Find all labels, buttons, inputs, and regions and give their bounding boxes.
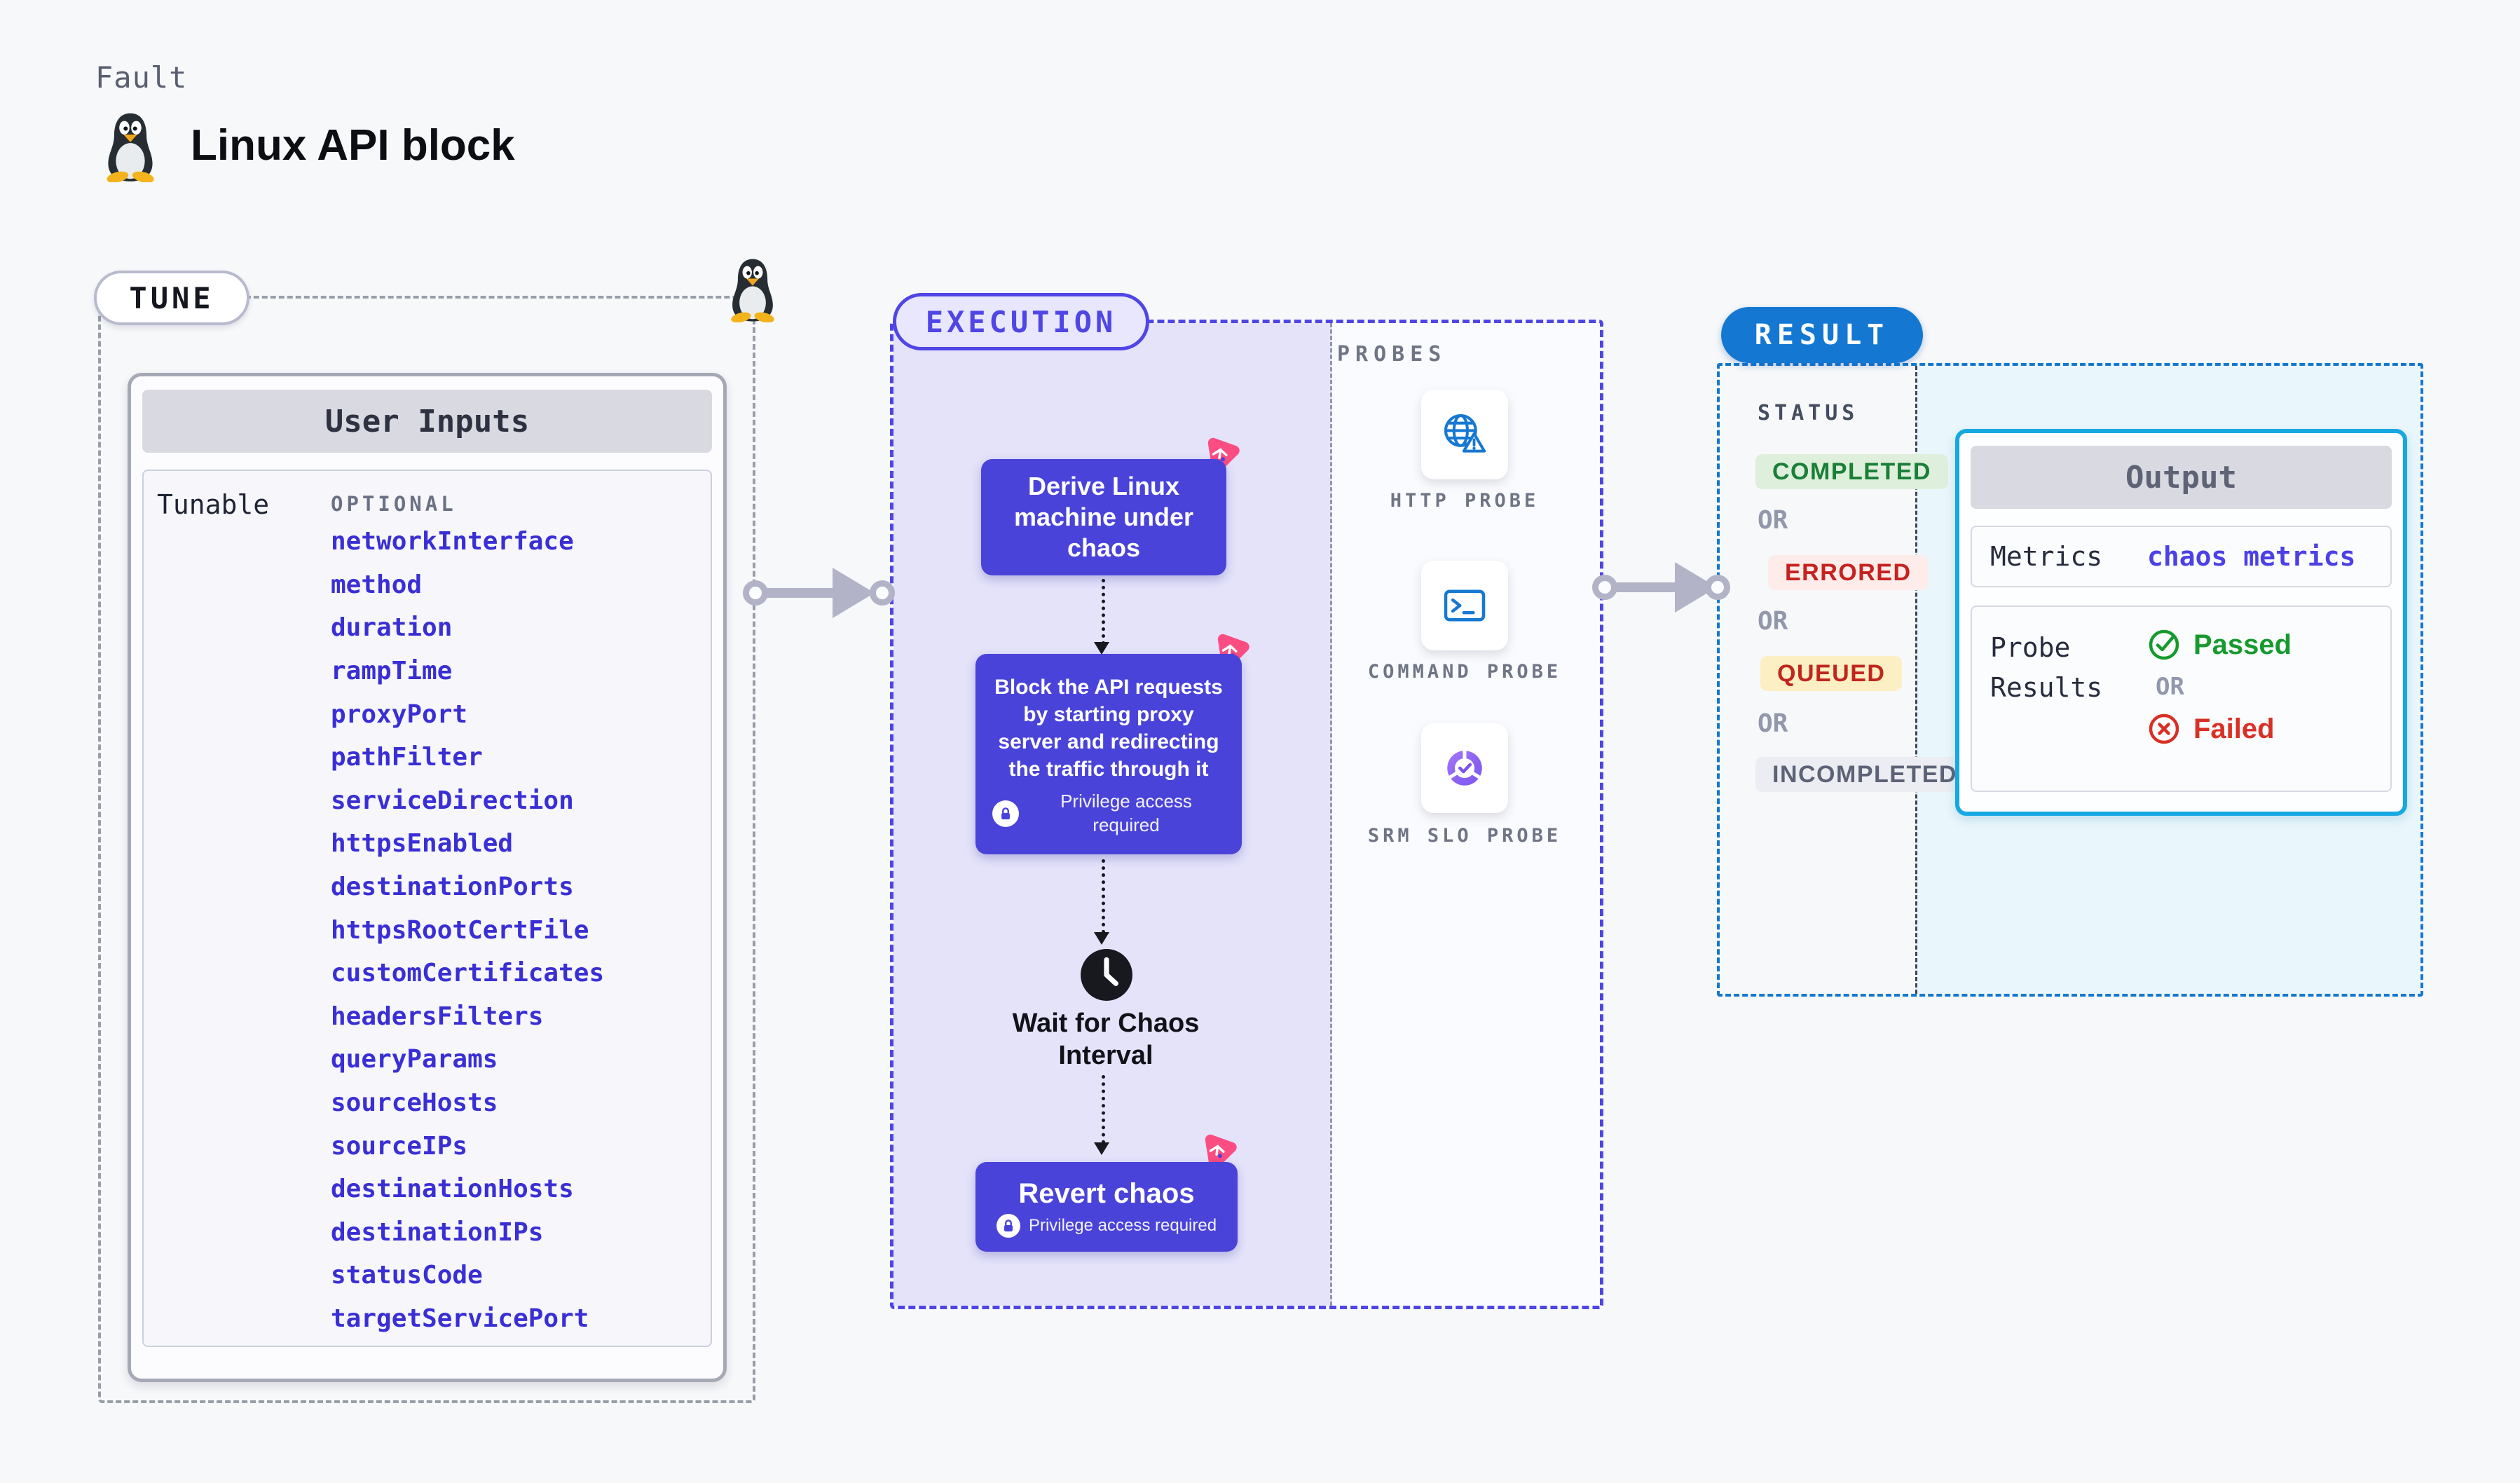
- or-label: OR: [1758, 607, 1788, 636]
- tux-penguin-icon: [107, 113, 154, 182]
- status-badge-queued: QUEUED: [1760, 656, 1903, 691]
- result-section-label: RESULT: [1721, 307, 1923, 363]
- param-link[interactable]: serviceDirection: [331, 786, 574, 815]
- param-link[interactable]: targetServicePort: [331, 1304, 589, 1333]
- param-link[interactable]: httpsEnabled: [331, 829, 514, 859]
- param-link[interactable]: method: [331, 570, 423, 599]
- tux-penguin-icon-small: [731, 259, 774, 322]
- param-link[interactable]: pathFilter: [331, 743, 483, 772]
- param-link[interactable]: proxyPort: [331, 699, 468, 729]
- connector-start-circle: [1592, 575, 1617, 600]
- privilege-note: Privilege access required: [992, 790, 1225, 838]
- fault-kicker: Fault: [95, 60, 188, 95]
- probe-results-label: Probe Results: [1990, 632, 2103, 703]
- user-inputs-body: [142, 470, 712, 1347]
- status-badge-incompleted: INCOMPLETED: [1755, 757, 1974, 792]
- or-label: OR: [1758, 506, 1788, 535]
- connector-end-circle: [1705, 575, 1730, 600]
- execution-section-label: EXECUTION: [893, 293, 1149, 350]
- metrics-row: Metrics chaos metrics: [1971, 526, 2392, 587]
- verdict-passed: Passed: [2147, 628, 2292, 662]
- clock-icon: [1081, 949, 1132, 1001]
- probes-section-label: PROBES: [1337, 342, 1447, 367]
- param-link[interactable]: queryParams: [331, 1045, 498, 1074]
- step-block-api-text: Block the API requests by starting proxy…: [994, 676, 1223, 781]
- check-circle-icon: [2149, 629, 2179, 660]
- failed-label: Failed: [2193, 713, 2275, 744]
- param-link[interactable]: headersFilters: [331, 1002, 544, 1031]
- tune-section-label: TUNE: [94, 271, 249, 325]
- arrowhead-icon: [1094, 932, 1109, 945]
- probe-results-row: Probe Results Passed OR Failed: [1971, 606, 2392, 792]
- arrowhead-icon: [833, 568, 875, 618]
- step-revert-chaos-text: Revert chaos: [1018, 1178, 1195, 1209]
- result-divider: [1915, 366, 1917, 994]
- param-link[interactable]: networkInterface: [331, 527, 574, 556]
- privilege-note-text: Privilege access required: [1060, 791, 1192, 835]
- connector-end-circle: [870, 580, 895, 606]
- step-wait-interval: Wait for Chaos Interval: [1012, 1009, 1200, 1070]
- param-link[interactable]: sourceIPs: [331, 1131, 468, 1161]
- step-revert-chaos: Revert chaos Privilege access required: [975, 1162, 1238, 1252]
- privilege-note-text: Privilege access required: [1028, 1216, 1217, 1236]
- verdict-failed: Failed: [2147, 712, 2292, 746]
- command-probe-card: [1421, 561, 1508, 650]
- passed-label: Passed: [2193, 629, 2292, 660]
- tunable-param-list: networkInterface method duration rampTim…: [331, 520, 604, 1340]
- srm-slo-probe-card: [1421, 723, 1508, 813]
- http-probe-card: [1421, 390, 1508, 479]
- metrics-value-link[interactable]: chaos metrics: [2147, 541, 2356, 572]
- probes-divider: [1330, 323, 1332, 1306]
- connector-start-circle: [743, 580, 768, 606]
- flow-connector: [1102, 579, 1105, 645]
- param-link[interactable]: duration: [331, 613, 453, 643]
- or-label: OR: [1758, 709, 1788, 738]
- optional-tag: OPTIONAL: [331, 492, 457, 516]
- command-probe-label: COMMAND PROBE: [1367, 661, 1562, 683]
- status-badge-errored: ERRORED: [1768, 555, 1929, 590]
- flow-connector: [1102, 1075, 1105, 1144]
- http-probe-label: HTTP PROBE: [1390, 490, 1540, 512]
- terminal-icon: [1444, 589, 1486, 622]
- step-derive-machine: Derive Linux machine under chaos: [981, 459, 1226, 575]
- output-title: Output: [1971, 446, 2392, 509]
- chaos-experiment-icon: [1205, 1134, 1237, 1170]
- slo-donut-check-icon: [1447, 749, 1482, 786]
- param-link[interactable]: destinationIPs: [331, 1217, 544, 1247]
- tune-section: [98, 296, 755, 1403]
- connector-shaft: [1612, 582, 1678, 592]
- privilege-note: Privilege access required: [996, 1214, 1217, 1238]
- flow-connector: [1102, 859, 1105, 934]
- connector-shaft: [764, 588, 835, 598]
- param-link[interactable]: destinationPorts: [331, 873, 574, 902]
- user-inputs-title: User Inputs: [142, 390, 712, 453]
- lock-icon: [996, 1214, 1020, 1238]
- arrowhead-icon: [1094, 642, 1109, 655]
- metrics-label: Metrics: [1990, 541, 2103, 572]
- param-link[interactable]: rampTime: [331, 657, 453, 686]
- param-link[interactable]: sourceHosts: [331, 1088, 498, 1118]
- param-link[interactable]: statusCode: [331, 1261, 483, 1290]
- probe-verdicts: Passed OR Failed: [2147, 628, 2292, 770]
- x-circle-icon: [2149, 713, 2179, 744]
- step-block-api: Block the API requests by starting proxy…: [975, 654, 1242, 854]
- status-heading: STATUS: [1758, 401, 1859, 425]
- or-label: OR: [2156, 673, 2184, 701]
- lock-icon: [992, 800, 1019, 827]
- param-link[interactable]: httpsRootCertFile: [331, 915, 589, 945]
- param-link[interactable]: customCertificates: [331, 959, 605, 988]
- status-badge-completed: COMPLETED: [1755, 454, 1948, 489]
- param-link[interactable]: destinationHosts: [331, 1175, 574, 1204]
- arrowhead-icon: [1094, 1142, 1109, 1155]
- globe-alert-icon: [1444, 414, 1486, 453]
- tunable-label: Tunable: [157, 489, 270, 520]
- page-title: Linux API block: [191, 121, 515, 170]
- srm-slo-probe-label: SRM SLO PROBE: [1367, 825, 1562, 847]
